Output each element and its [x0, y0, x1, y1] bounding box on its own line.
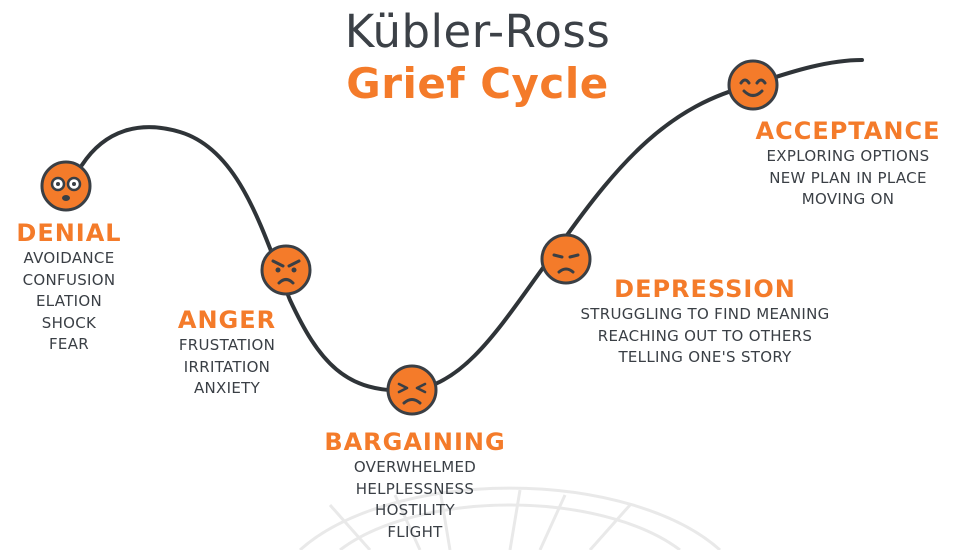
stage-acceptance-descriptor: EXPLORING OPTIONS: [766, 147, 930, 165]
smiling-face-icon: [727, 59, 779, 111]
stage-anger-descriptor: IRRITATION: [183, 357, 271, 376]
stage-depression-descriptor: REACHING OUT TO OTHERS: [597, 326, 813, 345]
stage-depression-descriptor: STRUGGLING TO FIND MEANING: [580, 305, 830, 323]
stage-depression: DEPRESSION STRUGGLING TO FIND MEANING RE…: [545, 274, 865, 369]
stage-bargaining: BARGAINING OVERWHELMED HELPLESSNESS HOST…: [305, 427, 525, 543]
stage-denial-descriptor: AVOIDANCE: [23, 249, 115, 267]
stage-denial: DENIAL AVOIDANCE CONFUSION ELATION SHOCK…: [0, 218, 138, 356]
stage-denial-descriptor: FEAR: [49, 335, 89, 353]
stage-depression-descriptor: TELLING ONE'S STORY: [618, 348, 792, 366]
stage-acceptance-descriptor: MOVING ON: [801, 190, 895, 208]
stage-bargaining-descriptor: OVERWHELMED: [353, 458, 477, 476]
stage-anger-name: ANGER: [177, 306, 277, 334]
stage-bargaining-descriptor: FLIGHT: [387, 522, 443, 541]
stage-anger-descriptor: FRUSTATION: [178, 336, 276, 354]
stage-depression-name: DEPRESSION: [614, 275, 796, 303]
stage-denial-descriptor: SHOCK: [41, 313, 97, 332]
angry-face-icon: [260, 244, 312, 296]
stage-denial-name: DENIAL: [16, 219, 122, 247]
stage-anger: ANGER FRUSTATION IRRITATION ANXIETY: [152, 305, 302, 400]
watermark-rays: [298, 486, 722, 550]
title-line-1: Kübler-Ross: [344, 5, 611, 58]
distressed-face-icon: [386, 364, 438, 416]
shocked-face-icon: [40, 160, 92, 212]
stage-bargaining-descriptor: HOSTILITY: [375, 501, 455, 519]
stage-acceptance-descriptor: NEW PLAN IN PLACE: [769, 168, 927, 187]
stage-denial-descriptor: CONFUSION: [22, 270, 116, 289]
stage-anger-descriptor: ANXIETY: [193, 379, 261, 397]
stage-acceptance-name: ACCEPTANCE: [755, 117, 941, 145]
stage-denial-descriptor: ELATION: [36, 292, 102, 310]
stage-acceptance: ACCEPTANCE EXPLORING OPTIONS NEW PLAN IN…: [738, 116, 955, 211]
stage-bargaining-name: BARGAINING: [324, 428, 506, 456]
sad-face-icon: [540, 233, 592, 285]
title-line-2: Grief Cycle: [346, 59, 609, 108]
stage-bargaining-descriptor: HELPLESSNESS: [355, 479, 475, 498]
